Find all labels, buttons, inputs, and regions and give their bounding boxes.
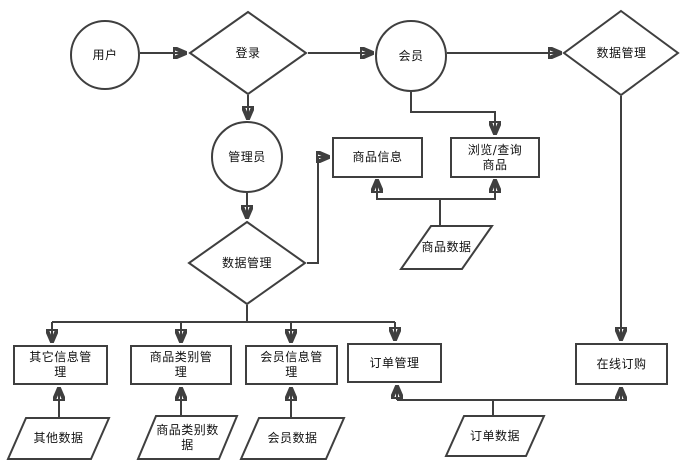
node-member-info-mgmt[interactable]: 会员信息管 理 [245,345,338,385]
node-member-label: 会员 [398,48,424,63]
node-user-label: 用户 [92,47,118,62]
diamond-shape [562,9,680,97]
arrow-product-data-to-browse-query [440,181,495,200]
arrow-product-data-to-product-info [377,181,440,200]
node-data-mgmt-top[interactable]: 数据管理 [562,9,680,97]
diamond-shape [188,10,308,96]
node-category-mgmt-label: 商品类别管 理 [149,350,213,379]
node-other-data[interactable]: 其他数据 [6,417,111,460]
node-online-order-label: 在线订购 [596,356,647,371]
node-order-data-label: 订单数据 [469,428,520,443]
node-other-info-mgmt[interactable]: 其它信息管 理 [13,345,108,385]
node-admin[interactable]: 管理员 [211,121,283,193]
node-category-data[interactable]: 商品类别数 据 [136,415,239,460]
node-other-info-mgmt-label: 其它信息管 理 [29,350,92,379]
parallelogram-shape [239,417,346,460]
node-data-mgmt-mid[interactable]: 数据管理 [187,220,307,306]
node-order-mgmt-label: 订单管理 [369,355,420,370]
node-member[interactable]: 会员 [375,20,447,92]
parallelogram-shape [6,417,111,460]
parallelogram-shape [399,225,494,270]
node-member-data-label: 会员数据 [267,431,318,445]
node-user[interactable]: 用户 [70,20,140,90]
parallelogram-shape [444,415,546,457]
node-member-data[interactable]: 会员数据 [239,417,346,460]
node-product-data[interactable]: 商品数据 [399,225,494,270]
node-login-label: 登录 [235,45,261,60]
node-login[interactable]: 登录 [188,10,308,96]
node-category-data-label: 商品类别数 据 [156,422,219,452]
node-online-order[interactable]: 在线订购 [575,343,668,385]
node-browse-query[interactable]: 浏览/查询 商品 [450,137,540,178]
node-product-info-label: 商品信息 [352,150,403,164]
node-member-info-mgmt-label: 会员信息管 理 [260,350,323,379]
node-admin-label: 管理员 [228,149,266,164]
diamond-shape [187,220,307,306]
arrow-member-to-browse-query [410,92,495,133]
arrow-data-mgmt-to-product-info [307,157,328,264]
node-browse-query-label: 浏览/查询 商品 [467,142,523,172]
node-data-mgmt-top-label: 数据管理 [596,45,647,60]
node-category-mgmt[interactable]: 商品类别管 理 [130,345,232,385]
node-data-mgmt-mid-label: 数据管理 [221,255,272,270]
node-other-data-label: 其他数据 [33,431,84,445]
parallelogram-shape [136,415,239,460]
node-product-data-label: 商品数据 [421,240,472,254]
node-order-mgmt[interactable]: 订单管理 [347,343,442,383]
node-order-data[interactable]: 订单数据 [444,415,546,457]
node-product-info[interactable]: 商品信息 [332,137,423,178]
